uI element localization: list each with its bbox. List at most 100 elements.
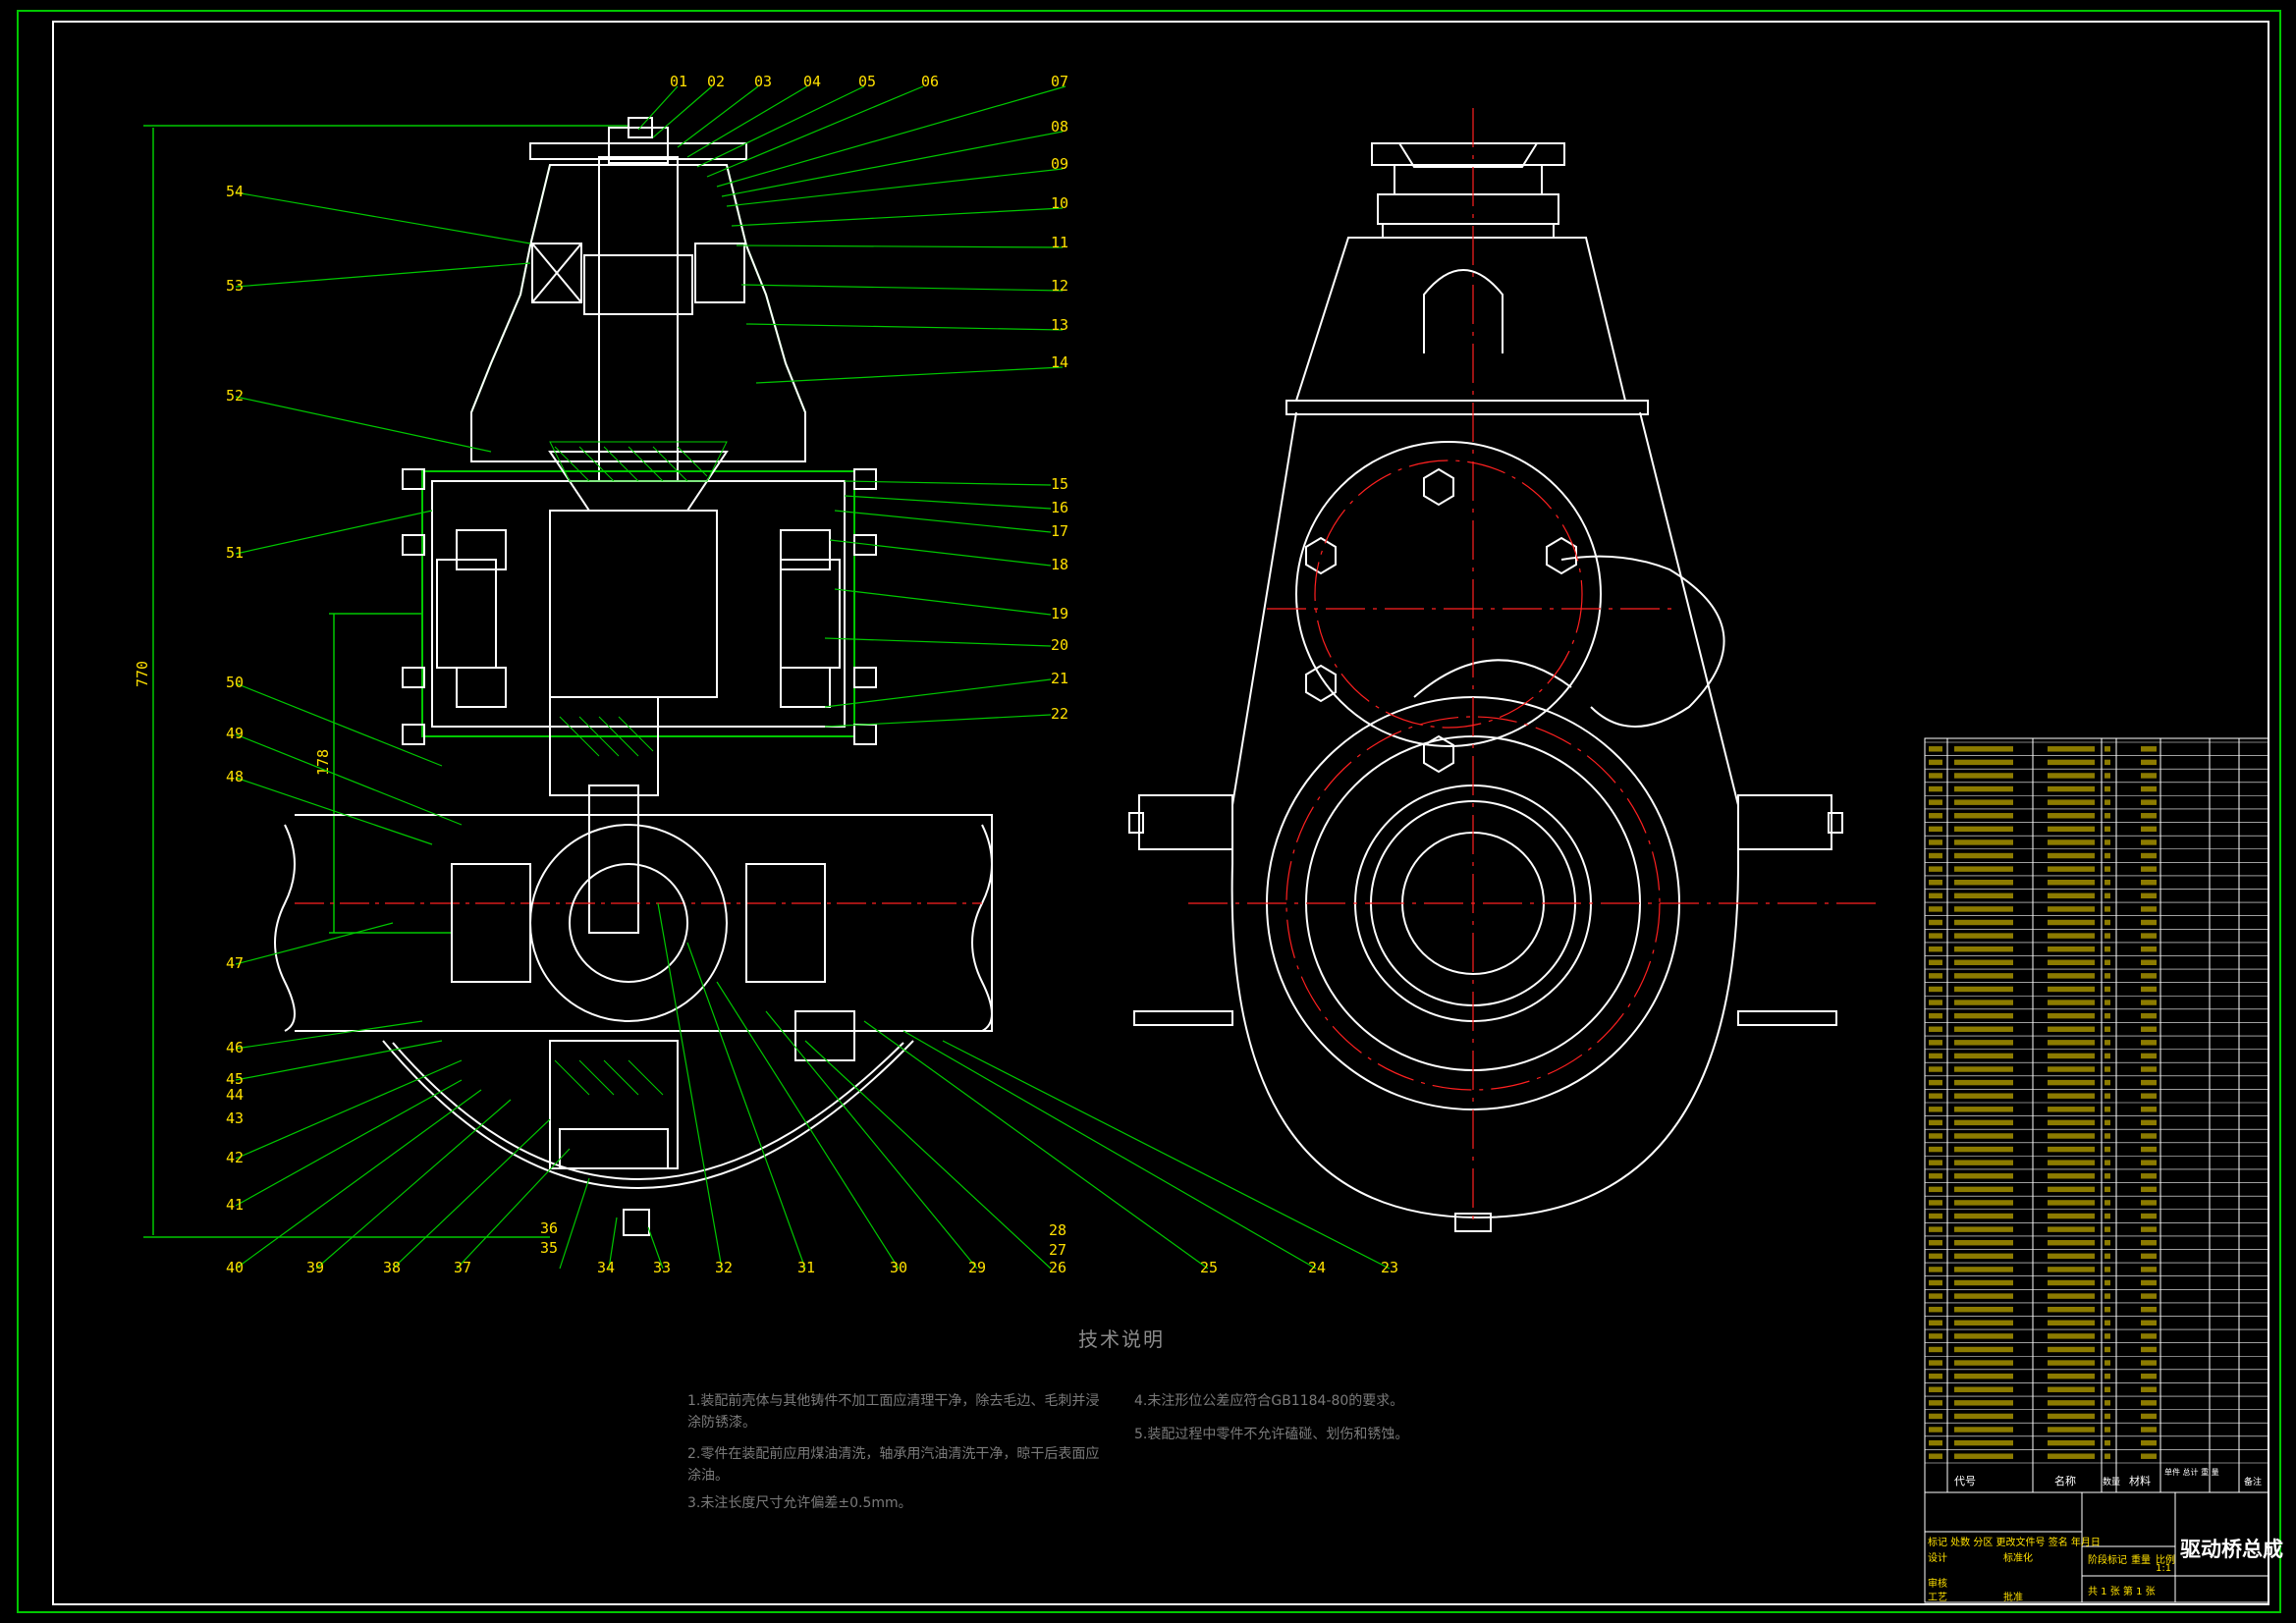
bom-cell-mark: [2141, 1279, 2157, 1286]
bom-cell-mark: [1954, 813, 2013, 819]
bom-cell-mark: [1929, 1119, 1942, 1126]
bom-cell-mark: [2105, 1119, 2110, 1126]
bom-cell-mark: [1929, 839, 1942, 845]
bom-cell-mark: [2048, 1133, 2095, 1139]
bom-cell-mark: [2048, 1146, 2095, 1153]
bom-cell-mark: [2048, 1079, 2095, 1086]
bom-cell-mark: [1954, 973, 2013, 979]
bom-cell-mark: [1929, 1213, 1942, 1219]
bom-cell-mark: [2105, 785, 2110, 792]
bom-cell-mark: [2141, 1373, 2157, 1380]
bom-cell-mark: [1929, 1012, 1942, 1019]
bom-cell-mark: [1954, 746, 2013, 752]
part-label: 16: [1051, 499, 1068, 516]
bom-cell-mark: [2105, 1093, 2110, 1099]
bom-cell-mark: [2048, 1119, 2095, 1126]
leader-lines: [235, 85, 1391, 1270]
bom-cell-mark: [2141, 1293, 2157, 1299]
bom-cell-mark: [1929, 1413, 1942, 1420]
bom-row-lines: [1925, 741, 2269, 1464]
bom-cell-mark: [2105, 1053, 2110, 1059]
title-block-revision-row: 标记 处数 分区 更改文件号 签名 年月日: [1928, 1538, 2101, 1548]
part-label: 27: [1049, 1241, 1066, 1259]
bom-cell-mark: [1954, 1373, 2013, 1380]
bom-cell-mark: [1929, 1053, 1942, 1059]
bom-cell-mark: [1929, 893, 1942, 899]
bom-cell-mark: [1929, 986, 1942, 993]
bom-cell-mark: [1954, 959, 2013, 965]
bom-cell-mark: [2105, 1413, 2110, 1420]
tech-note-4: 4.未注形位公差应符合GB1184-80的要求。: [1134, 1393, 1404, 1409]
bom-cell-mark: [2141, 1040, 2157, 1046]
bom-cell-mark: [2048, 1240, 2095, 1246]
bom-cell-mark: [2105, 1146, 2110, 1153]
part-label: 33: [653, 1259, 671, 1276]
part-label: 51: [226, 544, 244, 562]
bom-cell-mark: [2105, 946, 2110, 952]
title-block-process: 工艺: [1928, 1593, 1947, 1603]
bom-header-qty: 数量: [2103, 1476, 2120, 1488]
part-label: 43: [226, 1109, 244, 1127]
bom-cell-mark: [2048, 1200, 2095, 1206]
bom-cell-mark: [2048, 1186, 2095, 1193]
bom-cell-mark: [2048, 785, 2095, 792]
bom-cell-mark: [1954, 1133, 2013, 1139]
part-label: 36: [540, 1219, 558, 1237]
bom-cell-mark: [2048, 1000, 2095, 1005]
bom-cell-mark: [2141, 1012, 2157, 1019]
bom-cell-mark: [1954, 1160, 2013, 1165]
bom-cell-mark: [2105, 746, 2110, 752]
bom-cell-mark: [1929, 1427, 1942, 1433]
bom-cell-mark: [2105, 986, 2110, 993]
bom-cell-mark: [1929, 799, 1942, 805]
bom-cell-mark: [2105, 933, 2110, 939]
bom-cell-mark: [2141, 1066, 2157, 1072]
part-label: 44: [226, 1086, 244, 1104]
bom-cell-mark: [2141, 1306, 2157, 1313]
bom-cell-mark: [1929, 1386, 1942, 1392]
part-label: 06: [921, 73, 939, 90]
bom-cell-mark: [2048, 1439, 2095, 1446]
bom-cell-mark: [2048, 866, 2095, 872]
bom-cell-mark: [2048, 1053, 2095, 1059]
bom-cell-mark: [2141, 1226, 2157, 1232]
bom-cell-mark: [2141, 933, 2157, 939]
bom-cell-mark: [1929, 1453, 1942, 1459]
bom-cell-mark: [2048, 1093, 2095, 1099]
part-label: 26: [1049, 1259, 1066, 1276]
bom-cell-mark: [1929, 1333, 1942, 1339]
bom-cell-mark: [2105, 893, 2110, 899]
bom-cell-mark: [2141, 1320, 2157, 1325]
bom-cell-mark: [2141, 1253, 2157, 1260]
bom-cell-mark: [2141, 785, 2157, 792]
bom-cell-mark: [1954, 1453, 2013, 1459]
part-label: 42: [226, 1149, 244, 1166]
bom-cell-mark: [2105, 1439, 2110, 1446]
title-block-scale: 1:1: [2156, 1563, 2172, 1574]
bom-cell-mark: [2105, 1107, 2110, 1112]
bom-cell-mark: [2105, 839, 2110, 845]
tech-note-1: 1.装配前壳体与其他铸件不加工面应清理干净，除去毛边、毛刺并浸涂防锈漆。: [687, 1393, 1100, 1431]
bom-cell-mark: [1929, 1439, 1942, 1446]
bom-cell-mark: [2048, 1279, 2095, 1286]
bom-cell-mark: [2141, 1133, 2157, 1139]
inner-border: [52, 21, 2269, 1605]
bom-cell-mark: [1929, 1293, 1942, 1299]
part-label: 40: [226, 1259, 244, 1276]
bom-cell-mark: [2141, 893, 2157, 899]
part-label: 09: [1051, 155, 1068, 173]
part-label: 24: [1308, 1259, 1326, 1276]
part-label: 47: [226, 954, 244, 972]
bom-cell-mark: [1954, 919, 2013, 926]
section-view: [274, 117, 993, 1236]
bom-cell-mark: [2048, 746, 2095, 752]
bom-cell-mark: [1954, 866, 2013, 872]
bom-cell-mark: [1954, 1439, 2013, 1446]
bom-cell-mark: [1954, 1012, 2013, 1019]
bom-cell-mark: [2141, 1146, 2157, 1153]
bom-cell-mark: [1954, 1000, 2013, 1005]
part-label: 35: [540, 1239, 558, 1257]
bom-cell-mark: [1929, 1026, 1942, 1032]
